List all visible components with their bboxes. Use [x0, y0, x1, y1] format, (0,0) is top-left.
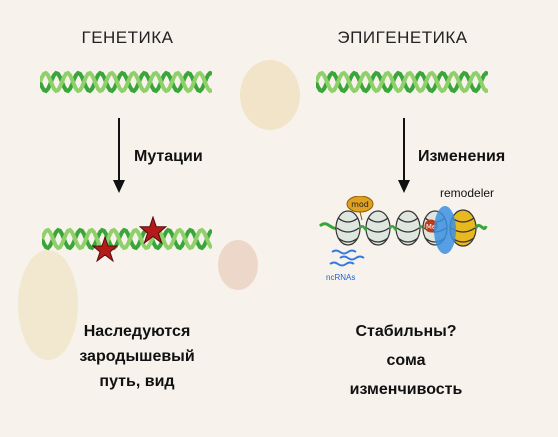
mod-label: mod [351, 200, 369, 209]
epigenetics-outcome-line: Стабильны? [355, 323, 457, 340]
genetics-outcome-line: Наследуются [83, 323, 191, 340]
ncrna-label: ncRNAs [326, 273, 356, 282]
mutation-star-icon [92, 236, 118, 262]
dna-backbone [40, 70, 212, 94]
ncrna-strand [339, 255, 365, 261]
genetics-outcome-line: путь, вид [99, 373, 175, 390]
background-decoration [18, 250, 78, 360]
background-decoration [240, 60, 300, 130]
epigenetics-outcome-line: изменчивость [349, 381, 463, 398]
chromatin-diagram: Me mod [318, 196, 488, 267]
dna-strand-epigenetics-top [316, 70, 488, 94]
down-arrow-epigenetics [398, 118, 410, 193]
nucleosome [365, 210, 391, 246]
epigenetics-title: ЭПИГЕНЕТИКА [337, 28, 468, 47]
dna-backbone [42, 227, 212, 251]
background-decoration [218, 240, 258, 290]
dna-strand-genetics-top [40, 70, 212, 94]
down-arrow-genetics [113, 118, 125, 193]
methyl-label: Me [426, 223, 436, 231]
genetics-title: ГЕНЕТИКА [81, 28, 174, 47]
ncrna-strand [331, 249, 357, 255]
ncrna-strand [329, 261, 355, 267]
epigenetics-outcome: Стабильны? сома изменчивость [336, 319, 476, 402]
nucleosome [395, 210, 421, 246]
nucleosome [335, 210, 361, 246]
dna-strand-mutated [42, 227, 212, 251]
genetics-outcome-line: зародышевый [79, 348, 195, 365]
dna-linker [474, 223, 488, 231]
genetics-outcome: Наследуются зародышевый путь, вид [62, 319, 212, 394]
dna-backbone [316, 70, 488, 94]
changes-label: Изменения [418, 148, 506, 165]
dna-backbone [42, 227, 212, 251]
mutations-label: Мутации [134, 148, 203, 165]
mutation-star-icon [139, 216, 167, 244]
epigenetics-outcome-line: сома [386, 352, 426, 369]
remodeler-label: remodeler [440, 186, 495, 200]
remodeler-complex [434, 206, 456, 254]
